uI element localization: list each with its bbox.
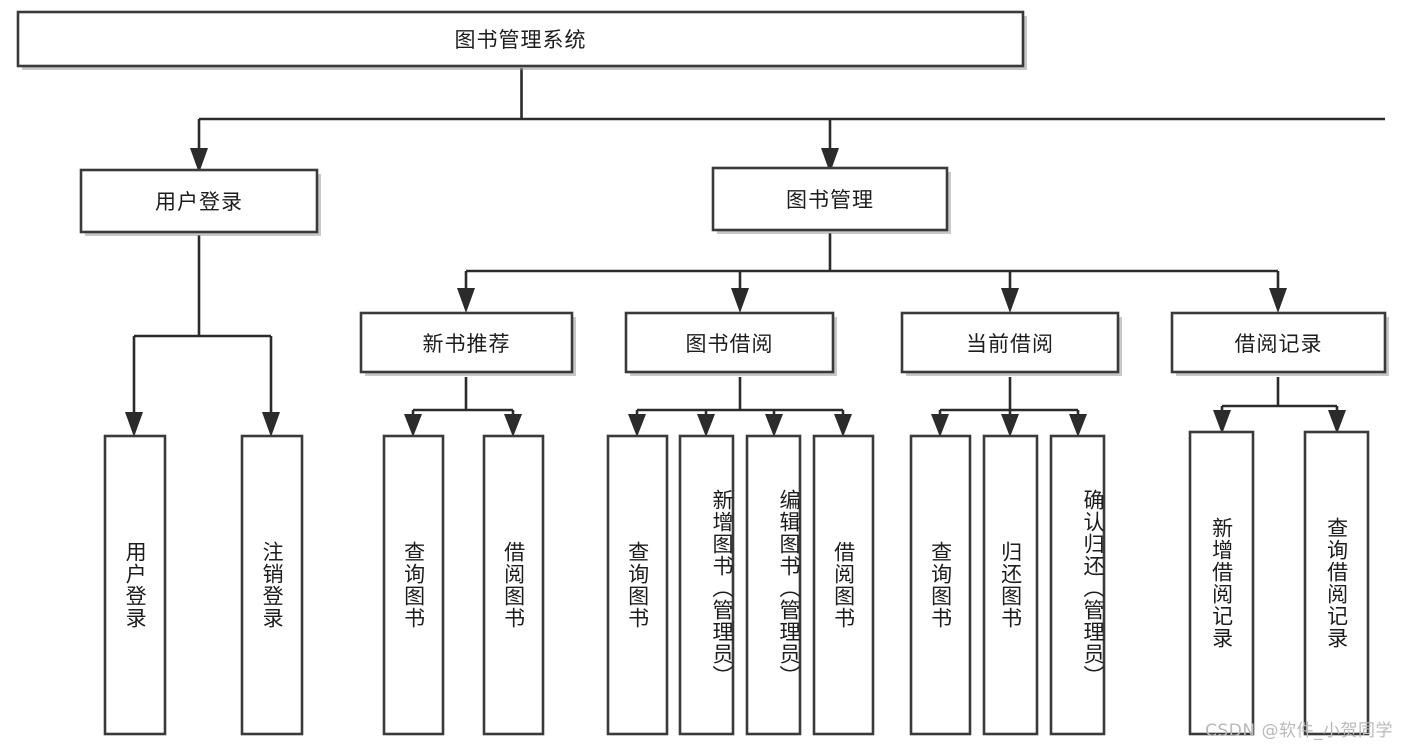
- csdn-watermark: CSDN @软件_小贺同学: [1205, 721, 1393, 741]
- arrowhead-icon: [1328, 410, 1346, 434]
- arrowhead-icon: [628, 414, 646, 437]
- node-book-management[interactable]: [711, 166, 949, 232]
- node-leaf-query-book-b[interactable]: [606, 434, 669, 736]
- node-leaf-query-book-c[interactable]: [909, 434, 972, 736]
- node-leaf-query-record[interactable]: [1303, 430, 1370, 736]
- arrowhead-layer: [125, 148, 1346, 437]
- node-new-book-recommend[interactable]: [359, 311, 574, 374]
- node-leaf-logout[interactable]: [240, 434, 304, 736]
- arrowhead-icon: [1001, 288, 1019, 313]
- node-leaf-add-record[interactable]: [1188, 430, 1255, 736]
- arrowhead-icon: [1069, 414, 1087, 437]
- node-leaf-borrow-book-b[interactable]: [812, 434, 875, 736]
- node-layer: [16, 10, 1389, 736]
- arrowhead-icon: [504, 414, 522, 437]
- arrowhead-icon: [1001, 414, 1019, 437]
- arrowhead-icon: [1269, 288, 1287, 313]
- arrowhead-icon: [125, 412, 143, 437]
- arrowhead-icon: [697, 414, 715, 437]
- node-leaf-return-book[interactable]: [982, 434, 1039, 736]
- node-leaf-user-login[interactable]: [103, 434, 167, 736]
- arrowhead-icon: [404, 414, 422, 437]
- node-leaf-add-book[interactable]: [678, 434, 735, 736]
- arrowhead-icon: [931, 414, 949, 437]
- node-root[interactable]: [16, 10, 1025, 68]
- node-current-borrow[interactable]: [900, 311, 1120, 374]
- node-leaf-confirm-return[interactable]: [1049, 434, 1106, 736]
- node-leaf-borrow-book-a[interactable]: [482, 434, 545, 736]
- arrowhead-icon: [834, 414, 852, 437]
- node-borrow-record[interactable]: [1170, 311, 1387, 374]
- node-leaf-edit-book[interactable]: [745, 434, 802, 736]
- arrowhead-icon: [1213, 410, 1231, 434]
- arrowhead-icon: [262, 412, 280, 437]
- arrowhead-icon: [821, 148, 839, 173]
- arrowhead-icon: [765, 414, 783, 437]
- arrowhead-icon: [457, 288, 475, 313]
- arrowhead-icon: [731, 288, 749, 313]
- node-leaf-query-book-a[interactable]: [382, 434, 445, 736]
- node-book-borrow[interactable]: [624, 311, 835, 374]
- node-user-login[interactable]: [79, 168, 319, 234]
- arrowhead-icon: [190, 148, 208, 173]
